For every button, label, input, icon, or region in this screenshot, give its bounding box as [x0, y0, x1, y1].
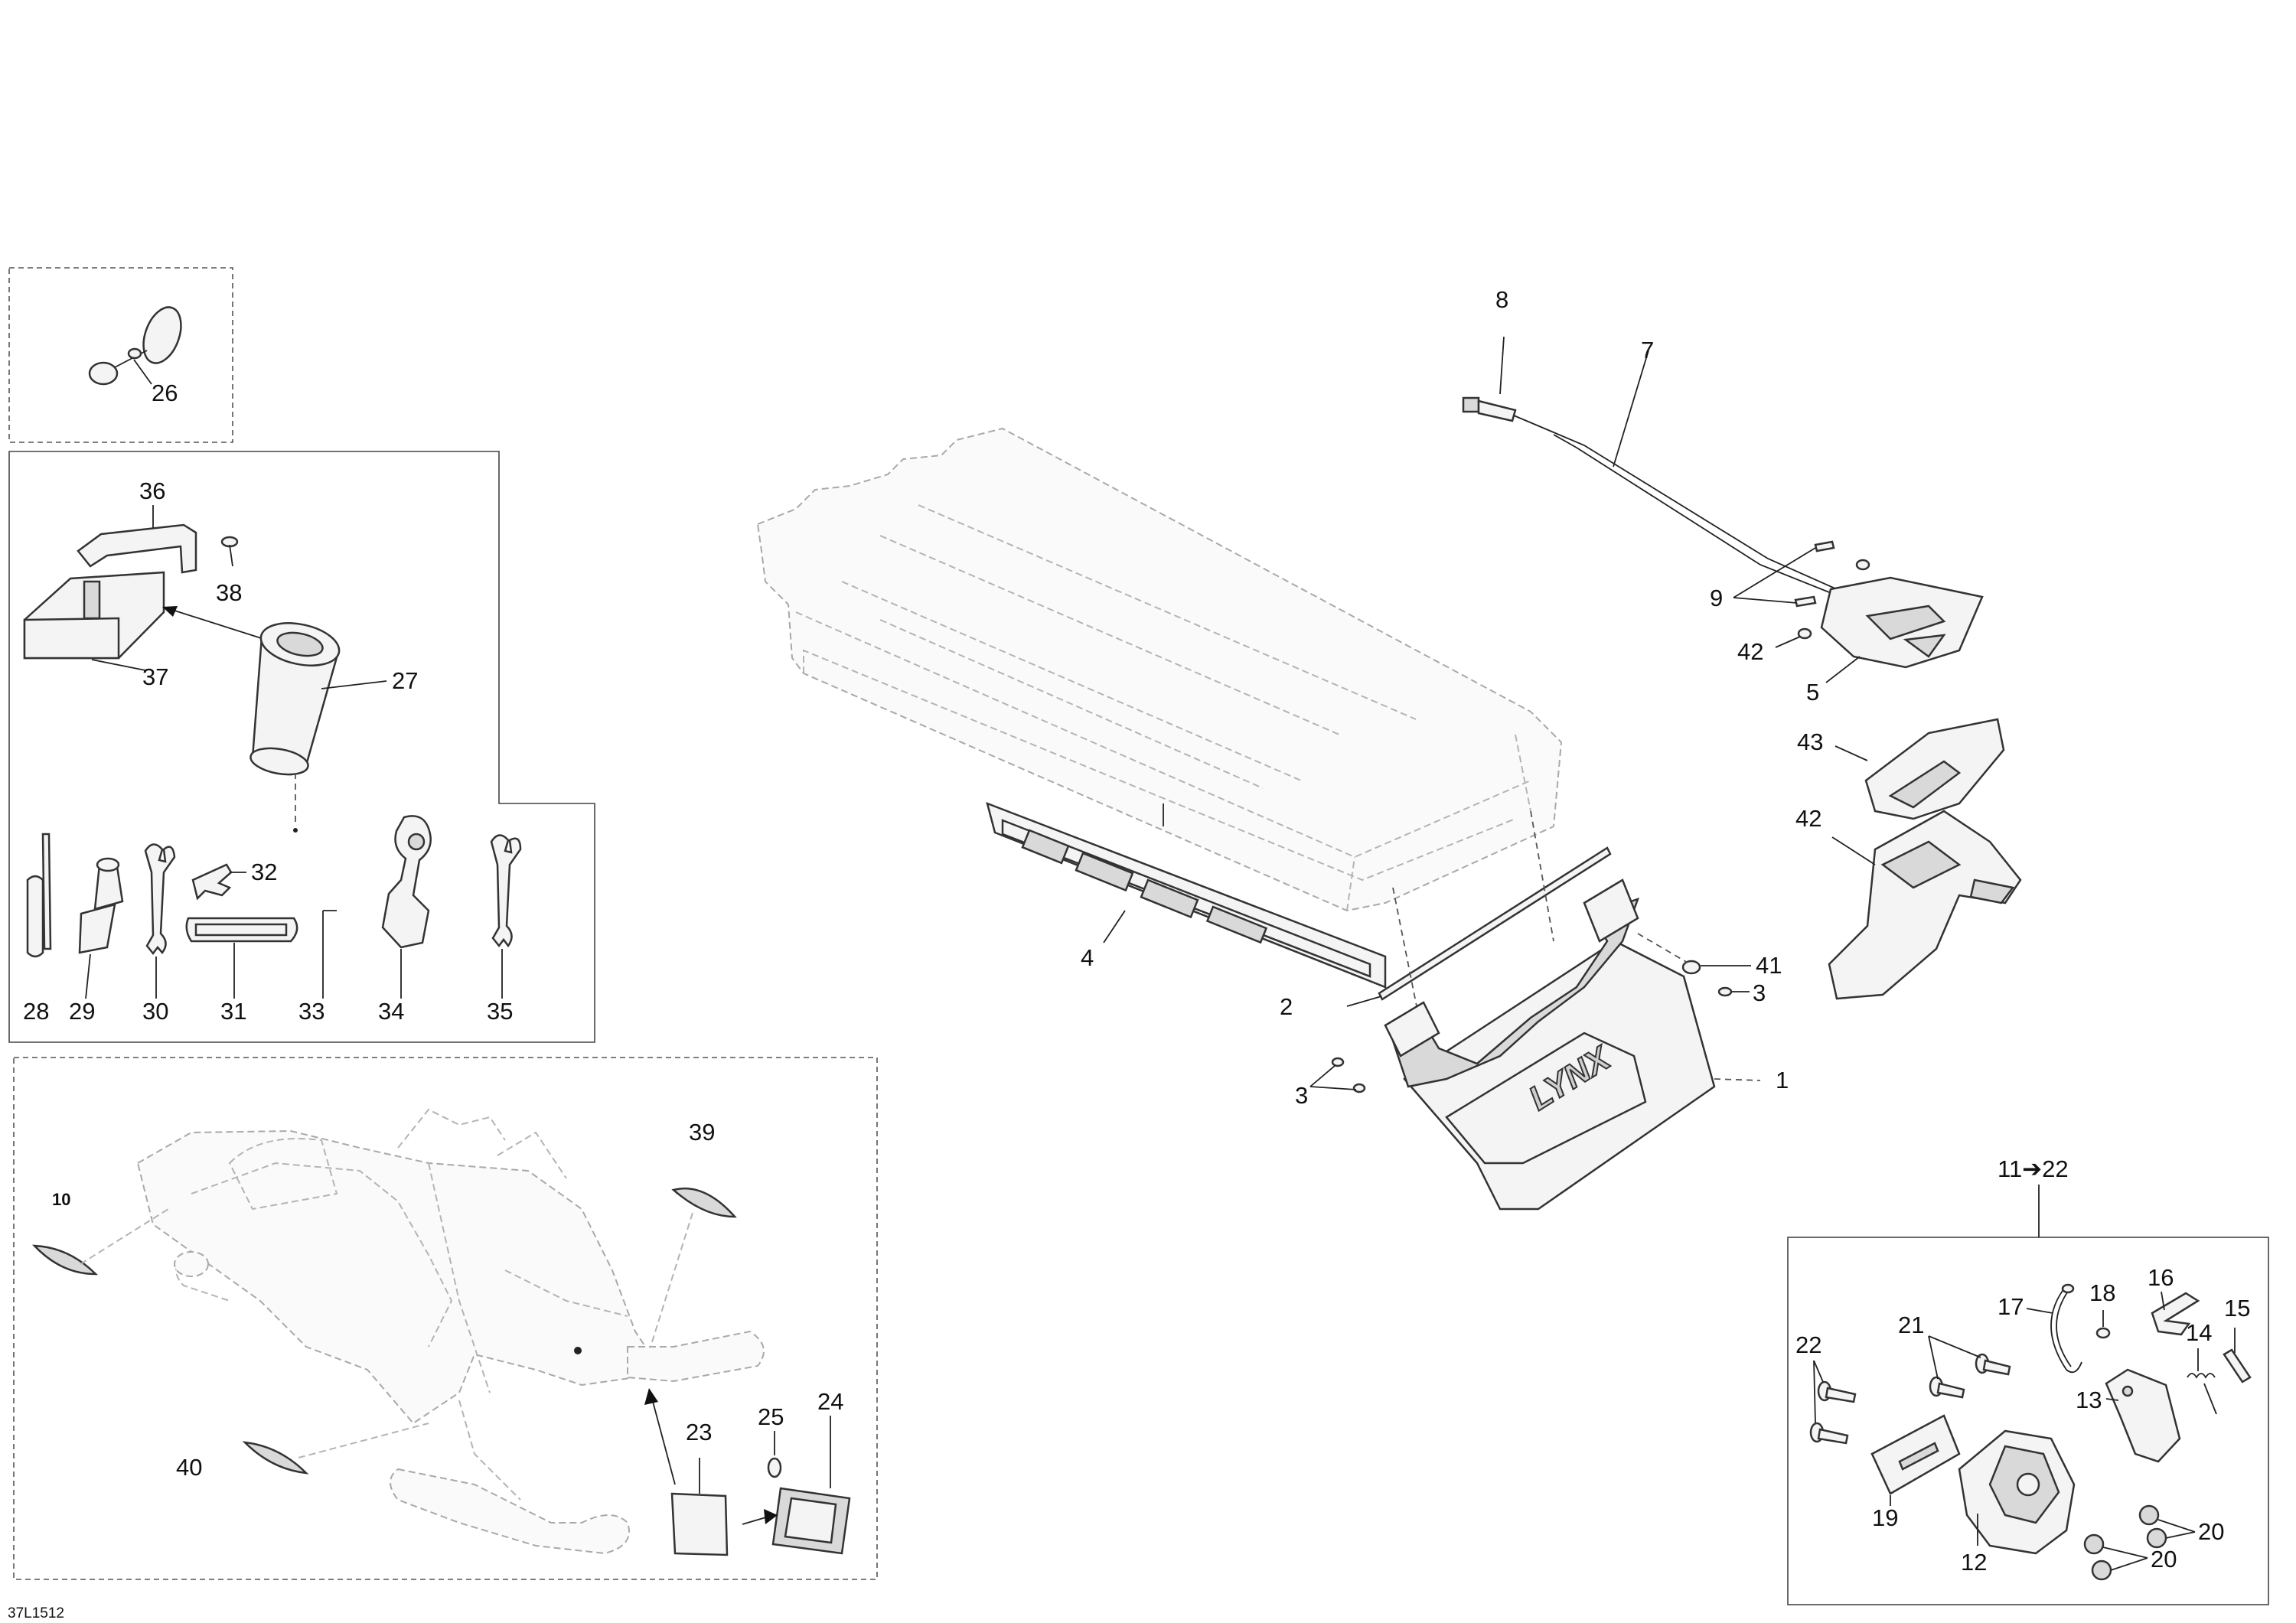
tool-part-28: [26, 833, 52, 958]
tool-cylinder-part-27: [249, 622, 341, 776]
light-mount-part-42: [1828, 810, 2022, 1000]
callout-40: 40: [176, 1454, 202, 1481]
callout-36: 36: [139, 477, 165, 504]
clip-part-25: [767, 1457, 782, 1478]
wrench-part-35: [490, 834, 522, 948]
callout-20-upper: 20: [2198, 1518, 2224, 1545]
tool-bag-part-37: [23, 571, 165, 660]
callout-31: 31: [220, 998, 246, 1025]
callout-33: 33: [298, 998, 325, 1025]
strip-part-2: [1378, 846, 1612, 1001]
arrow-head-holder: [764, 1509, 778, 1524]
wrench-part-30: [144, 843, 176, 956]
inset-frame-vehicle: [13, 1057, 878, 1580]
hitch-pin-clip-part-16: [2151, 1292, 2200, 1336]
callout-9: 9: [1710, 585, 1723, 611]
screws-part-9: [1794, 540, 1870, 608]
inset-frame-hitch: [1787, 1237, 2269, 1605]
callout-29: 29: [69, 998, 95, 1025]
screw-part-3-right: [1717, 986, 1733, 997]
callout-30: 30: [142, 998, 168, 1025]
callout-28: 28: [23, 998, 49, 1025]
callout-4: 4: [1081, 944, 1094, 971]
reflector-part-40: [242, 1441, 309, 1475]
callout-5: 5: [1806, 679, 1819, 706]
callout-39: 39: [689, 1119, 715, 1146]
washer-part-41: [1681, 960, 1701, 975]
nut-part-18: [2095, 1327, 2111, 1339]
callout-11-22: 11➔22: [1998, 1155, 2069, 1182]
callout-15: 15: [2224, 1295, 2250, 1322]
callout-42-bottom: 42: [1795, 805, 1821, 832]
nuts-part-20-lower: [2083, 1533, 2112, 1581]
strap-part-31: [185, 917, 298, 943]
reflector-part-10: [31, 1244, 99, 1276]
plate-holder-part-24: [771, 1487, 851, 1555]
callout-26: 26: [152, 380, 178, 406]
bracket-part-36: [77, 523, 197, 574]
arrow-head-vehicle: [644, 1388, 658, 1405]
plate-part-19: [1870, 1414, 1961, 1495]
callout-34: 34: [378, 998, 404, 1025]
screw-part-38: [220, 536, 239, 567]
washer-part-42-top: [1797, 627, 1812, 640]
tunnel-ghost: [756, 427, 1563, 912]
callout-21: 21: [1898, 1312, 1924, 1338]
callout-7: 7: [1641, 337, 1654, 363]
spring-part-14: [2187, 1373, 2217, 1415]
inset-frame-mirror: [8, 267, 233, 443]
callout-17: 17: [1998, 1293, 2024, 1320]
callout-24: 24: [817, 1388, 843, 1415]
connector-part-8: [1462, 396, 1517, 422]
snow-flap-part-1: LYNX: [1384, 878, 1716, 1211]
callout-25: 25: [758, 1403, 784, 1430]
bolts-part-21: [1929, 1353, 2011, 1399]
callout-23: 23: [686, 1419, 712, 1445]
callout-13: 13: [2076, 1387, 2102, 1413]
pin-part-15: [2223, 1348, 2252, 1383]
callout-8: 8: [1495, 286, 1508, 313]
callout-43: 43: [1797, 728, 1823, 755]
harness-part-7: [1513, 415, 1838, 590]
spanner-part-34: [381, 815, 432, 949]
callout-22: 22: [1795, 1331, 1821, 1358]
callout-27: 27: [392, 667, 418, 694]
callout-12: 12: [1961, 1549, 1987, 1576]
clip-part-32: [191, 863, 233, 901]
callout-18: 18: [2089, 1279, 2115, 1306]
callout-1: 1: [1776, 1067, 1789, 1093]
callout-20-lower: 20: [2151, 1546, 2177, 1572]
callout-10: 10: [52, 1190, 70, 1209]
light-cover-part-43: [1864, 718, 2005, 820]
callout-35: 35: [487, 998, 513, 1025]
callout-37: 37: [142, 663, 168, 690]
light-part-5: [1820, 576, 1984, 669]
screws-part-3-left: [1331, 1057, 1366, 1093]
mirror-part: [88, 306, 182, 386]
nuts-part-20-upper: [2138, 1504, 2167, 1549]
snowmobile-ghost: [136, 1108, 765, 1555]
hitch-body-part-12: [1958, 1429, 2076, 1555]
inset-frame-tools: [8, 451, 595, 1043]
callout-41: 41: [1756, 952, 1782, 979]
rail-part-4: [986, 801, 1387, 989]
callout-19: 19: [1872, 1504, 1898, 1531]
callout-32: 32: [251, 859, 277, 885]
callout-14: 14: [2186, 1319, 2212, 1346]
arrow-head-bag: [162, 606, 178, 617]
tool-part-29: [78, 857, 124, 954]
callout-3-left: 3: [1295, 1082, 1308, 1109]
callout-38: 38: [216, 579, 242, 606]
cable-part-17: [2050, 1285, 2082, 1374]
callout-2: 2: [1280, 993, 1293, 1020]
callout-42-top: 42: [1737, 638, 1763, 665]
plate-part-23: [670, 1492, 729, 1556]
reflector-part-39: [671, 1187, 737, 1218]
callout-16: 16: [2148, 1264, 2174, 1291]
callout-3-right: 3: [1753, 979, 1766, 1006]
reference-code: 37L1512: [8, 1605, 64, 1621]
bolts-part-22: [1809, 1380, 1857, 1445]
latch-part-13: [2105, 1368, 2181, 1463]
